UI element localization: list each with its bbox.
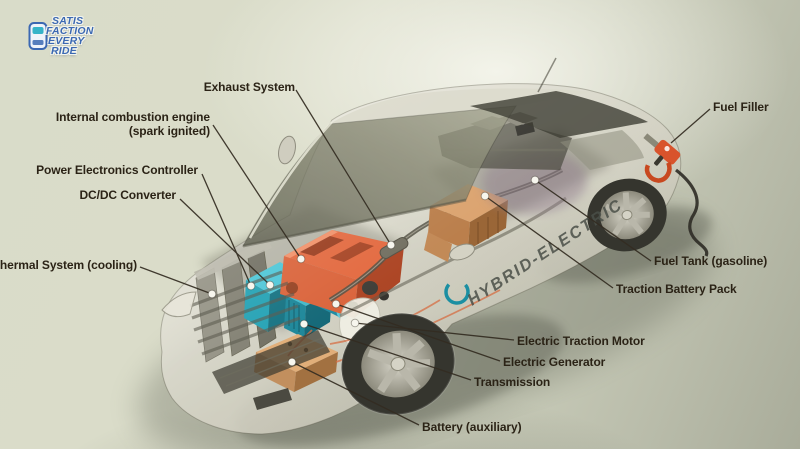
sunroof-stripe bbox=[470, 91, 648, 138]
dot-traction-battery bbox=[480, 191, 490, 201]
fuel-nozzle bbox=[643, 133, 709, 257]
label-dcdc-converter: DC/DC Converter bbox=[79, 188, 176, 202]
glasshouse bbox=[242, 57, 648, 248]
logo-word-2: FACTION bbox=[46, 25, 94, 37]
callout-line-fuel-tank bbox=[534, 179, 652, 262]
dot-dcdc bbox=[265, 280, 275, 290]
logo-word-3: EVERY bbox=[48, 35, 85, 47]
rear-side-window bbox=[560, 130, 644, 170]
label-combustion-engine-line1: Internal combustion engine bbox=[55, 110, 210, 124]
callout-line-traction-battery bbox=[484, 195, 614, 289]
headlight-left bbox=[161, 291, 197, 318]
dot-thermal bbox=[207, 289, 217, 299]
label-thermal-system: Thermal System (cooling) bbox=[0, 258, 137, 272]
dot-generator bbox=[331, 299, 341, 309]
label-fuel-tank: Fuel Tank (gasoline) bbox=[654, 254, 768, 268]
brand-ring-icon bbox=[444, 279, 470, 305]
side-mirrors bbox=[278, 135, 475, 261]
callout-line-dcdc bbox=[179, 198, 271, 286]
dot-power-electronics bbox=[246, 281, 256, 291]
label-electric-traction-motor: Electric Traction Motor bbox=[517, 334, 645, 348]
callout-line-generator bbox=[335, 303, 501, 362]
cowl-line bbox=[242, 198, 467, 248]
logo-word-4: RIDE bbox=[51, 45, 77, 57]
callout-lines bbox=[139, 89, 711, 426]
callout-line-exhaust bbox=[295, 89, 392, 246]
label-electric-generator: Electric Generator bbox=[503, 355, 606, 369]
dot-exhaust bbox=[386, 240, 396, 250]
dot-transmission bbox=[299, 319, 309, 329]
label-combustion-engine: Internal combustion engine (spark ignite… bbox=[56, 110, 210, 138]
fog-slot bbox=[253, 388, 292, 410]
label-fuel-filler: Fuel Filler bbox=[713, 100, 769, 114]
front-wheel bbox=[340, 312, 456, 416]
label-combustion-engine-line2: (spark ignited) bbox=[128, 124, 210, 138]
front-fascia bbox=[161, 270, 330, 410]
near-mirror bbox=[449, 243, 475, 261]
logo-word-1: SATIS bbox=[52, 15, 84, 27]
callout-line-power-electronics bbox=[201, 173, 252, 287]
callout-line-engine bbox=[212, 124, 302, 260]
label-aux-battery: Battery (auxiliary) bbox=[422, 420, 522, 434]
callout-line-fuel-filler bbox=[670, 108, 711, 144]
logo-car-icon bbox=[28, 22, 48, 50]
callout-dots bbox=[207, 175, 540, 367]
far-mirror bbox=[278, 135, 296, 165]
dot-aux-battery bbox=[287, 357, 297, 367]
callout-line-traction-motor bbox=[354, 322, 515, 341]
callout-line-transmission bbox=[303, 323, 472, 381]
rear-wheel bbox=[587, 178, 667, 252]
dot-fuel-tank bbox=[530, 175, 540, 185]
label-traction-battery-pack: Traction Battery Pack bbox=[616, 282, 737, 296]
label-power-electronics-controller: Power Electronics Controller bbox=[36, 163, 198, 177]
satisfaction-every-ride-logo: SATIS FACTION EVERY RIDE bbox=[28, 16, 106, 68]
dot-engine bbox=[296, 254, 306, 264]
callout-line-thermal bbox=[139, 266, 213, 295]
callout-line-aux-battery bbox=[291, 361, 420, 426]
dot-traction-motor bbox=[350, 318, 360, 328]
antenna bbox=[537, 57, 557, 93]
fuel-hose bbox=[675, 168, 709, 257]
label-exhaust-system: Exhaust System bbox=[203, 80, 295, 94]
label-transmission: Transmission bbox=[474, 375, 551, 389]
